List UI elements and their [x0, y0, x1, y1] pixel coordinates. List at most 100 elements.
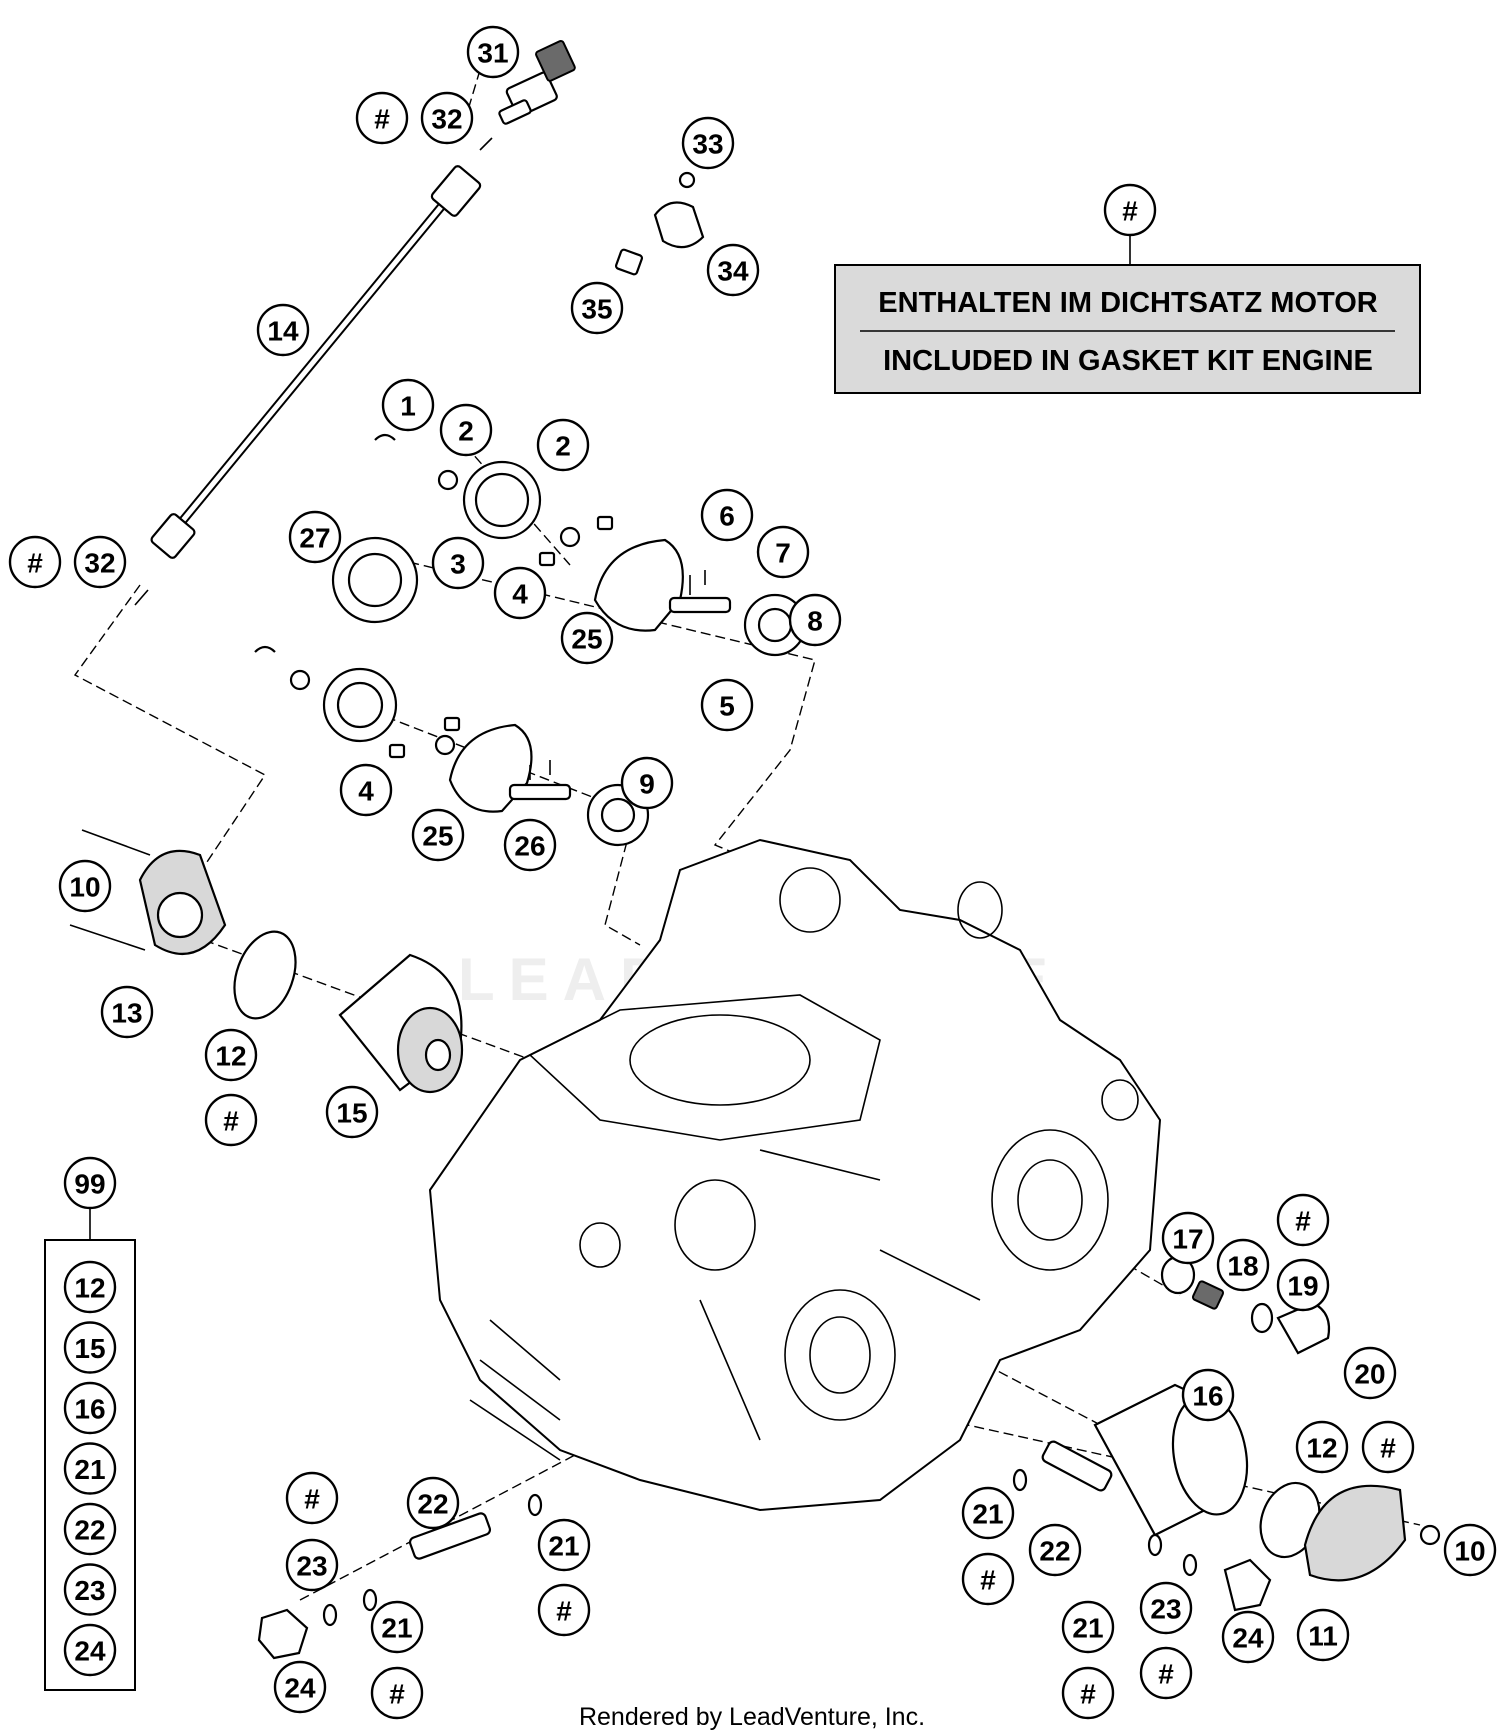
callout-22[interactable]: 22: [406, 1476, 460, 1530]
callout-25[interactable]: 25: [560, 611, 614, 665]
kit-item-21-label: 21: [74, 1454, 105, 1485]
callout-4-circle: [339, 763, 393, 817]
callout-hash[interactable]: #: [204, 1093, 258, 1147]
callout-hash[interactable]: #: [1276, 1193, 1330, 1247]
callout-10[interactable]: 10: [1443, 1523, 1497, 1577]
callout-15[interactable]: 15: [325, 1085, 379, 1139]
callout-26[interactable]: 26: [503, 818, 557, 872]
callout-10-label: 10: [69, 872, 100, 903]
kit-item-24[interactable]: 24: [63, 1623, 117, 1677]
kit-item-21-circle: [63, 1442, 117, 1495]
callout-35[interactable]: 35: [570, 281, 624, 335]
callout-18[interactable]: 18: [1216, 1238, 1270, 1292]
callout-24[interactable]: 24: [273, 1660, 327, 1714]
callout-hash[interactable]: #: [961, 1552, 1015, 1606]
callout-31[interactable]: 31: [466, 25, 520, 79]
callout-hash-label: #: [1080, 1679, 1096, 1710]
callout-hash-label: #: [1158, 1659, 1174, 1690]
callout-3[interactable]: 3: [431, 536, 485, 590]
callout-hash[interactable]: #: [537, 1583, 591, 1637]
callout-7[interactable]: 7: [756, 525, 810, 579]
callout-hash[interactable]: #: [8, 535, 62, 589]
kit-item-21[interactable]: 21: [63, 1442, 117, 1495]
callout-32[interactable]: 32: [420, 91, 474, 145]
callout-33[interactable]: 33: [681, 116, 735, 170]
callout-18-circle: [1216, 1238, 1270, 1292]
callout-35-circle: [570, 281, 624, 335]
callout-20[interactable]: 20: [1343, 1346, 1397, 1400]
callout-hash[interactable]: #: [1361, 1420, 1415, 1474]
callout-13[interactable]: 13: [100, 985, 154, 1039]
callout-11[interactable]: 11: [1296, 1608, 1350, 1662]
callout-23[interactable]: 23: [285, 1538, 339, 1592]
callout-17[interactable]: 17: [1161, 1211, 1215, 1265]
oil-filter-cover-left[interactable]: [69, 829, 307, 1027]
callout-10[interactable]: 10: [58, 859, 112, 913]
callout-25[interactable]: 25: [411, 808, 465, 862]
callout-12[interactable]: 12: [1295, 1420, 1349, 1474]
callout-24[interactable]: 24: [1221, 1610, 1275, 1664]
callout-12[interactable]: 12: [204, 1028, 258, 1082]
callout-2[interactable]: 2: [536, 418, 590, 472]
kit-item-16-label: 16: [74, 1394, 105, 1425]
callout-19[interactable]: 19: [1276, 1258, 1330, 1312]
kit-item-23[interactable]: 23: [63, 1563, 117, 1616]
callout-15-circle: [325, 1085, 379, 1139]
callout-14[interactable]: 14: [256, 303, 310, 357]
callout-hash-label: #: [556, 1596, 572, 1627]
callout-34[interactable]: 34: [706, 243, 760, 297]
lower-left-parts[interactable]: [257, 1493, 543, 1660]
kit-item-12[interactable]: 12: [63, 1260, 117, 1314]
callout-hash[interactable]: #: [1061, 1666, 1115, 1720]
upper-oil-pump-parts[interactable]: [331, 433, 807, 657]
callout-1[interactable]: 1: [381, 378, 435, 432]
kit-item-15[interactable]: 15: [63, 1321, 117, 1374]
callout-5[interactable]: 5: [700, 678, 754, 732]
kit-99-bubble[interactable]: 99: [63, 1156, 117, 1210]
callout-34-label: 34: [717, 256, 749, 287]
callout-22-circle: [1028, 1523, 1082, 1577]
right-side-parts[interactable]: [1012, 1255, 1441, 1612]
callout-hash[interactable]: #: [355, 91, 409, 145]
callout-hash-circle: [355, 91, 409, 145]
callout-hash[interactable]: #: [285, 1471, 339, 1525]
part-31-sensor[interactable]: [498, 40, 576, 125]
callout-hash-label: #: [1295, 1206, 1311, 1237]
callout-25-circle: [411, 808, 465, 862]
callout-hash-label: #: [304, 1484, 320, 1515]
callout-hash[interactable]: #: [1139, 1646, 1193, 1700]
kit-item-24-circle: [63, 1623, 117, 1677]
callout-21[interactable]: 21: [1061, 1600, 1115, 1654]
callout-32-label: 32: [84, 548, 115, 579]
callout-6[interactable]: 6: [700, 488, 754, 542]
callout-hash-label: #: [980, 1565, 996, 1596]
part-14-cable[interactable]: [150, 165, 482, 560]
part-15-oil-filter[interactable]: [338, 953, 464, 1094]
callout-21[interactable]: 21: [961, 1486, 1015, 1540]
callout-21[interactable]: 21: [370, 1600, 424, 1654]
callout-22[interactable]: 22: [1028, 1523, 1082, 1577]
kit-item-12-label: 12: [74, 1273, 105, 1304]
callout-27[interactable]: 27: [288, 510, 342, 564]
callout-12-label: 12: [215, 1041, 246, 1072]
kit-item-22[interactable]: 22: [63, 1502, 117, 1556]
callout-32-circle: [420, 91, 474, 145]
callout-2[interactable]: 2: [439, 403, 493, 457]
callout-4[interactable]: 4: [493, 566, 547, 620]
note-marker-bubble[interactable]: #: [1103, 183, 1157, 237]
callout-hash[interactable]: #: [370, 1666, 424, 1720]
callout-23-circle: [285, 1538, 339, 1592]
callout-23[interactable]: 23: [1139, 1581, 1193, 1635]
callout-8[interactable]: 8: [788, 593, 842, 647]
callout-16[interactable]: 16: [1181, 1368, 1235, 1422]
callout-4[interactable]: 4: [339, 763, 393, 817]
callout-21[interactable]: 21: [537, 1518, 591, 1572]
kit-item-16[interactable]: 16: [63, 1381, 117, 1435]
callout-21-label: 21: [972, 1499, 1003, 1530]
callout-33-circle: [681, 116, 735, 170]
callout-9[interactable]: 9: [620, 756, 674, 810]
part-33-34-35-clamp[interactable]: [614, 171, 705, 276]
callout-hash-circle: [1361, 1420, 1415, 1474]
callout-32[interactable]: 32: [73, 535, 127, 589]
callout-14-label: 14: [267, 316, 299, 347]
